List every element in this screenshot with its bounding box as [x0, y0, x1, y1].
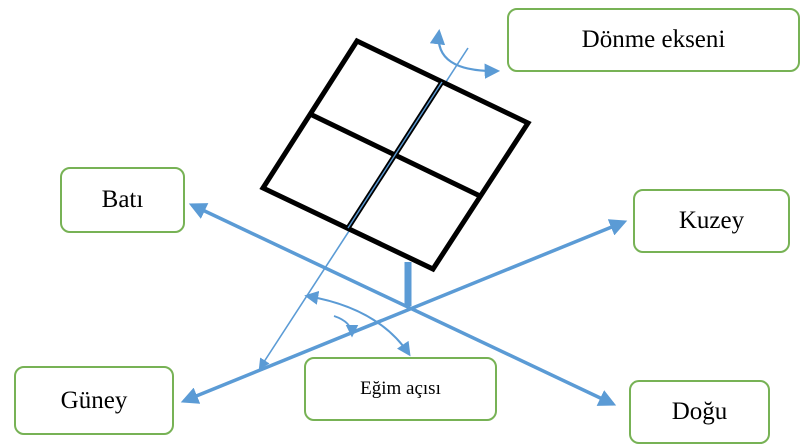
east-label: Doğu — [629, 380, 770, 444]
south-label: Güney — [14, 366, 174, 435]
north-label-text: Kuzey — [678, 207, 745, 234]
rotation-axis-label-text: Dönme ekseni — [581, 26, 726, 53]
rotation-direction-arrow — [429, 28, 501, 79]
west-label: Batı — [60, 167, 185, 233]
east-label-text: Doğu — [671, 398, 728, 425]
tilt-angle-arc — [304, 290, 411, 357]
tilt-angle-label: Eğim açısı — [304, 357, 497, 421]
rotation-axis-label: Dönme ekseni — [507, 8, 800, 72]
tilt-angle-arc-inner — [333, 315, 359, 338]
west-label-text: Batı — [101, 186, 144, 213]
solar-panel — [259, 37, 532, 273]
south-label-text: Güney — [60, 386, 128, 414]
north-label: Kuzey — [633, 189, 790, 253]
tilt-angle-label-text: Eğim açısı — [360, 378, 441, 399]
